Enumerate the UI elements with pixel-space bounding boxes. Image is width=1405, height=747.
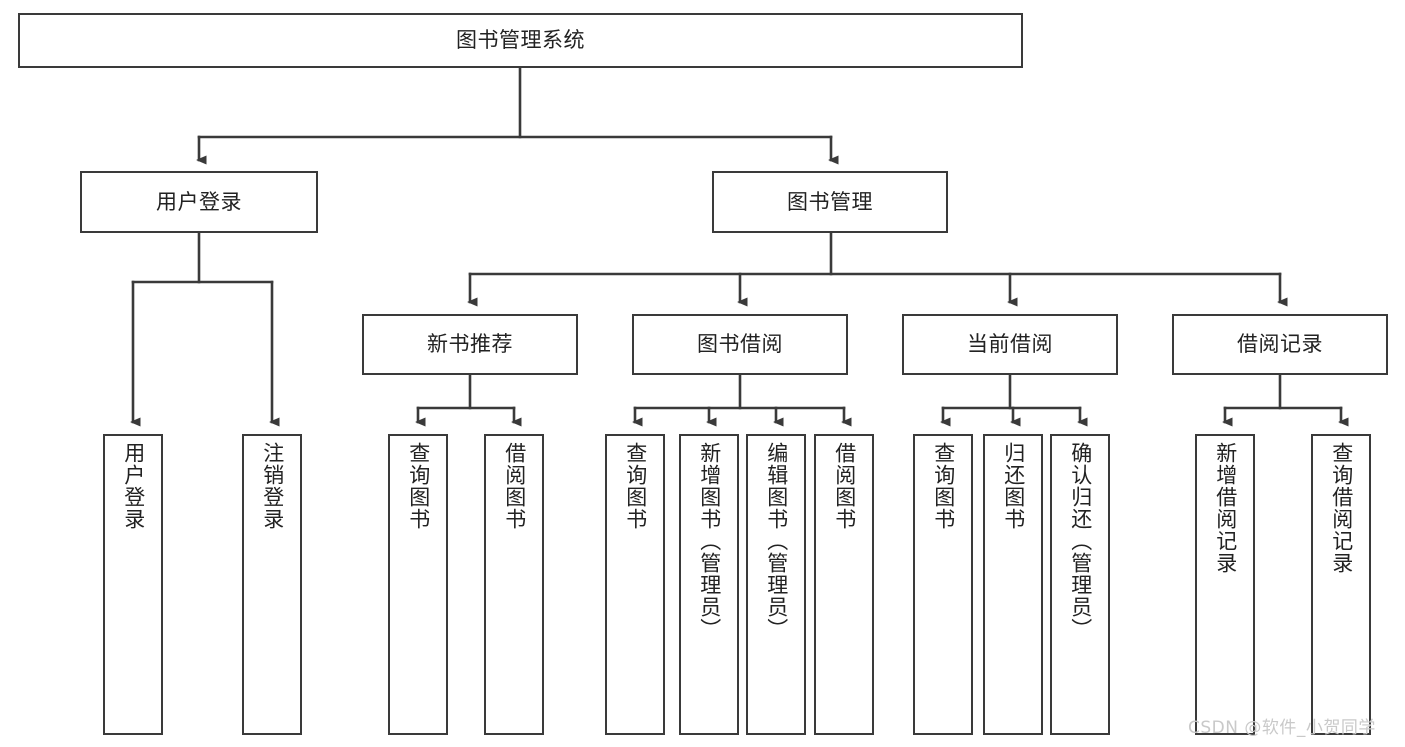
node-leaf-query-record-label: 查询借阅记录: [1329, 442, 1354, 574]
node-leaf-return-book-label: 归还图书: [1001, 442, 1026, 530]
node-leaf-user-login[interactable]: 用户登录: [103, 434, 163, 735]
node-root[interactable]: 图书管理系统: [18, 13, 1023, 68]
node-current-borrow-label: 当前借阅: [967, 332, 1053, 357]
node-leaf-logout[interactable]: 注销登录: [242, 434, 302, 735]
node-leaf-query-book-1-label: 查询图书: [406, 442, 431, 530]
node-leaf-borrow-book-2-label: 借阅图书: [832, 442, 857, 530]
node-book-borrow-label: 图书借阅: [697, 332, 783, 357]
node-leaf-borrow-book-1-label: 借阅图书: [502, 442, 527, 530]
node-leaf-edit-book[interactable]: 编辑图书（管理员）: [746, 434, 806, 735]
node-leaf-query-record[interactable]: 查询借阅记录: [1311, 434, 1371, 735]
node-leaf-borrow-book-2[interactable]: 借阅图书: [814, 434, 874, 735]
node-leaf-confirm-return-label: 确认归还（管理员）: [1068, 442, 1093, 640]
node-leaf-confirm-return[interactable]: 确认归还（管理员）: [1050, 434, 1110, 735]
node-leaf-add-record[interactable]: 新增借阅记录: [1195, 434, 1255, 735]
node-borrow-record-label: 借阅记录: [1237, 332, 1323, 357]
node-leaf-add-book[interactable]: 新增图书（管理员）: [679, 434, 739, 735]
node-leaf-query-book-3-label: 查询图书: [931, 442, 956, 530]
node-book-borrow[interactable]: 图书借阅: [632, 314, 848, 375]
node-book-manage-label: 图书管理: [787, 189, 873, 214]
node-leaf-query-book-2[interactable]: 查询图书: [605, 434, 665, 735]
node-root-label: 图书管理系统: [456, 28, 585, 53]
node-leaf-return-book[interactable]: 归还图书: [983, 434, 1043, 735]
node-leaf-logout-label: 注销登录: [260, 442, 285, 530]
node-new-book-recommend[interactable]: 新书推荐: [362, 314, 578, 375]
node-book-manage[interactable]: 图书管理: [712, 171, 948, 233]
node-borrow-record[interactable]: 借阅记录: [1172, 314, 1388, 375]
node-leaf-query-book-2-label: 查询图书: [623, 442, 648, 530]
node-leaf-add-record-label: 新增借阅记录: [1213, 442, 1238, 574]
node-current-borrow[interactable]: 当前借阅: [902, 314, 1118, 375]
node-leaf-user-login-label: 用户登录: [121, 442, 146, 530]
csdn-watermark: CSDN @软件_小贺同学: [1188, 718, 1376, 738]
node-user-login-label: 用户登录: [156, 189, 242, 214]
node-leaf-query-book-3[interactable]: 查询图书: [913, 434, 973, 735]
node-leaf-query-book-1[interactable]: 查询图书: [388, 434, 448, 735]
node-new-book-recommend-label: 新书推荐: [427, 332, 513, 357]
node-leaf-add-book-label: 新增图书（管理员）: [697, 442, 722, 640]
node-leaf-borrow-book-1[interactable]: 借阅图书: [484, 434, 544, 735]
node-leaf-edit-book-label: 编辑图书（管理员）: [764, 442, 789, 640]
node-user-login[interactable]: 用户登录: [80, 171, 318, 233]
